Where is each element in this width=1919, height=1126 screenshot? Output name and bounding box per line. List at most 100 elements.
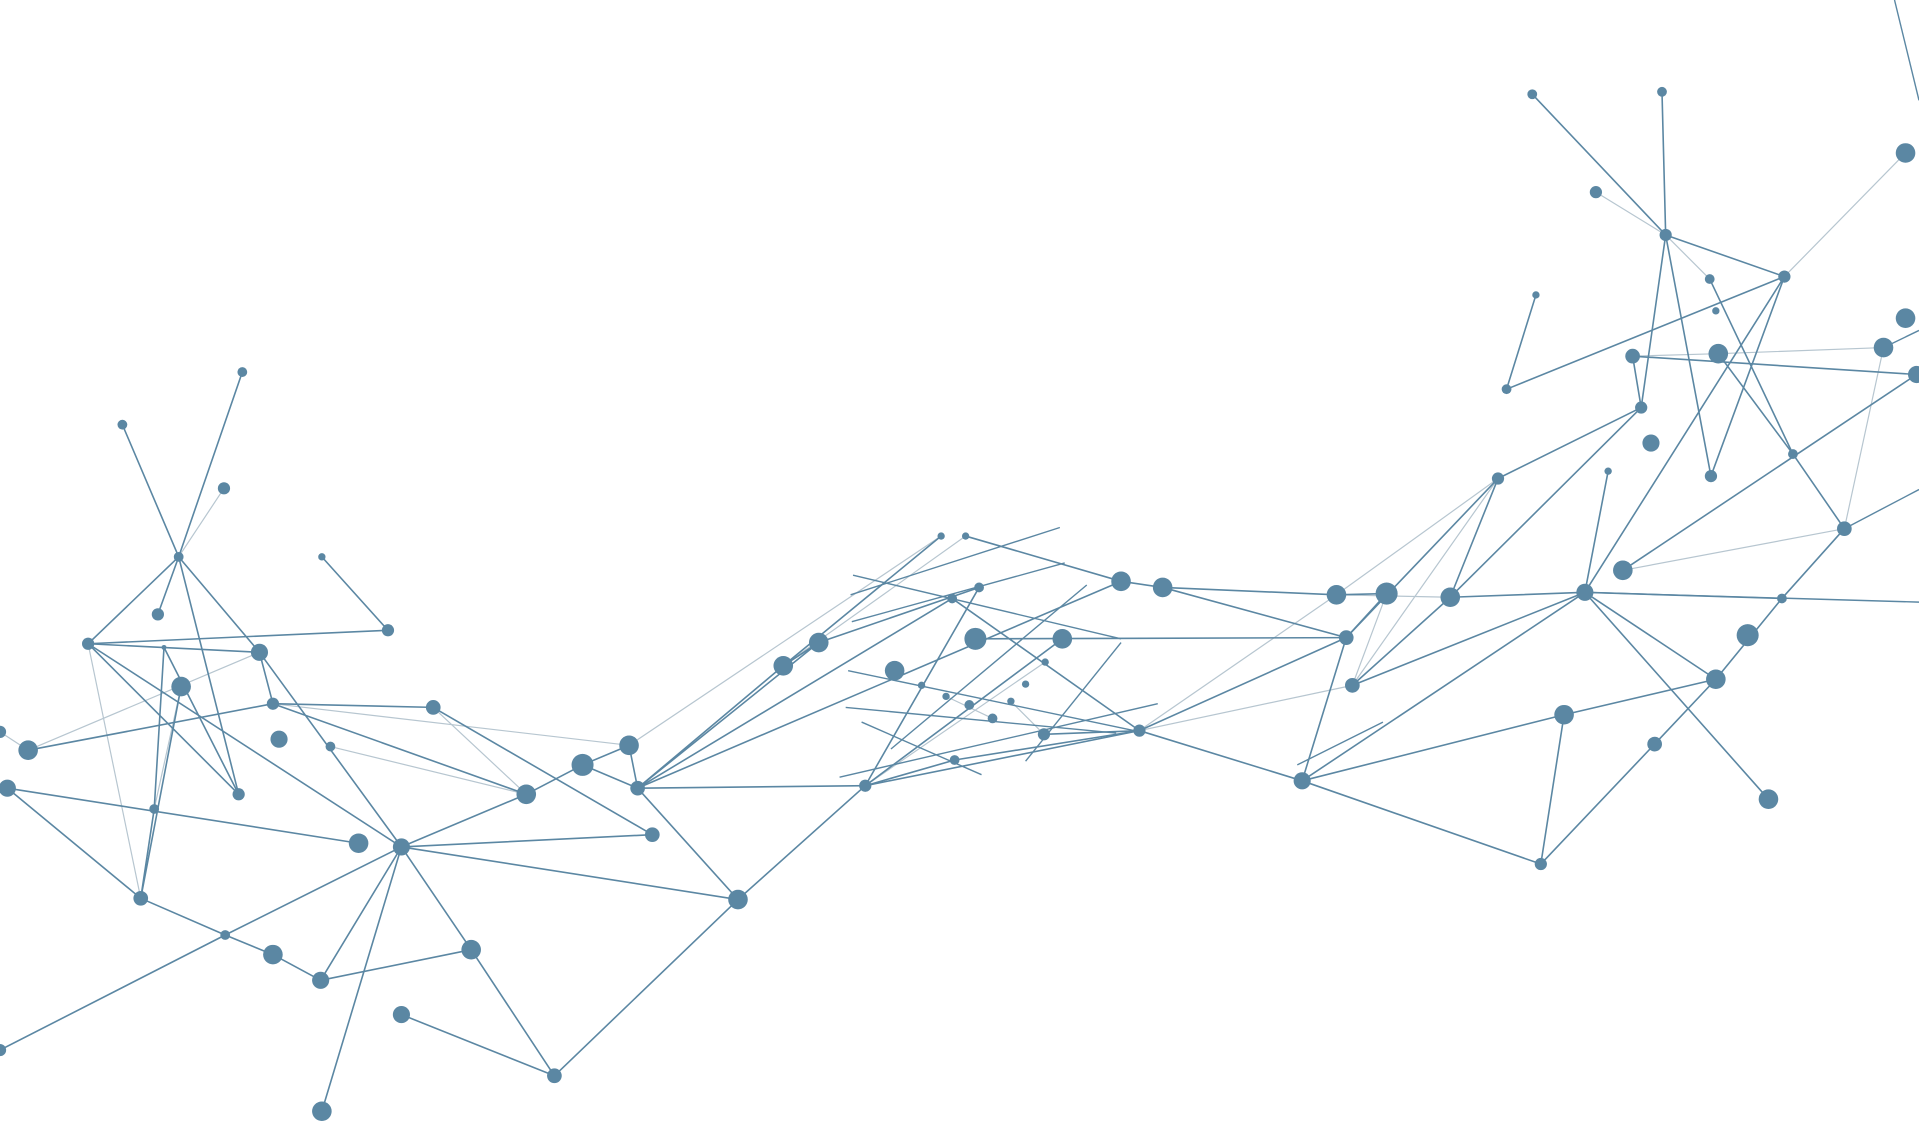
edge-line bbox=[87, 642, 240, 796]
graph-node bbox=[250, 643, 269, 661]
edge-line bbox=[1351, 596, 1452, 687]
edge-line bbox=[1301, 713, 1565, 782]
edge-line bbox=[1661, 90, 1667, 236]
graph-node bbox=[1659, 228, 1672, 242]
edge-line bbox=[272, 702, 435, 709]
graph-node bbox=[1440, 587, 1461, 608]
graph-node bbox=[381, 624, 395, 637]
edge-line bbox=[400, 846, 739, 901]
graph-node bbox=[1375, 582, 1398, 605]
graph-node bbox=[1554, 704, 1574, 725]
edge-line bbox=[1449, 406, 1642, 599]
graph-node bbox=[1534, 857, 1547, 871]
edge-line bbox=[6, 787, 360, 845]
graph-node bbox=[644, 827, 660, 843]
graph-node bbox=[949, 755, 960, 765]
faint-edge-line bbox=[1010, 700, 1045, 735]
graph-node bbox=[81, 637, 95, 650]
graph-node bbox=[1133, 724, 1146, 737]
edge-fragment-line bbox=[845, 706, 1117, 734]
edge-line bbox=[636, 784, 867, 789]
edge-fragment-line bbox=[1025, 642, 1122, 762]
edge-line bbox=[177, 556, 240, 796]
graph-node bbox=[1491, 472, 1505, 485]
graph-node bbox=[171, 676, 191, 697]
edge-fragment-line bbox=[1296, 721, 1384, 766]
graph-node bbox=[18, 740, 38, 761]
faint-edge-line bbox=[329, 745, 527, 795]
graph-node bbox=[1704, 469, 1718, 483]
edge-line bbox=[1540, 713, 1565, 865]
edge-fragment-line bbox=[850, 526, 1061, 596]
edge-line bbox=[1161, 586, 1348, 639]
offscreen-edge-line bbox=[1893, 0, 1919, 101]
offscreen-edge-line bbox=[1844, 488, 1919, 530]
faint-edge-line bbox=[628, 535, 942, 746]
graph-node bbox=[773, 655, 794, 676]
edge-line bbox=[864, 729, 1141, 787]
edge-line bbox=[1584, 470, 1609, 594]
graph-node bbox=[392, 1006, 410, 1024]
faint-edges-layer bbox=[0, 152, 1907, 901]
edge-fragment-line bbox=[861, 721, 982, 776]
graph-node bbox=[1758, 789, 1779, 809]
edge-line bbox=[974, 636, 1348, 640]
graph-node bbox=[149, 804, 160, 814]
graph-node bbox=[1895, 143, 1916, 163]
edge-line bbox=[1584, 275, 1786, 594]
graph-node bbox=[942, 692, 950, 701]
graph-node bbox=[1111, 571, 1131, 592]
faint-edge-line bbox=[1335, 477, 1499, 596]
graph-node bbox=[1326, 585, 1347, 605]
edge-line bbox=[224, 846, 403, 936]
graph-node bbox=[1007, 697, 1015, 705]
graph-node bbox=[1052, 629, 1073, 649]
faint-edge-line bbox=[1622, 528, 1845, 571]
edge-line bbox=[319, 948, 472, 982]
edge-line bbox=[1664, 234, 1786, 278]
nodes-layer bbox=[0, 86, 1919, 1122]
edge-line bbox=[153, 646, 165, 810]
graph-node bbox=[961, 532, 970, 540]
edge-fragment-line bbox=[852, 574, 1122, 640]
faint-edge-line bbox=[432, 706, 527, 795]
graph-node bbox=[232, 788, 245, 801]
edge-line bbox=[6, 787, 142, 900]
edge-line bbox=[1792, 453, 1846, 530]
edge-line bbox=[864, 759, 956, 787]
edge-line bbox=[1584, 591, 1770, 800]
graph-node bbox=[1604, 467, 1612, 475]
edge-line bbox=[1631, 355, 1642, 409]
edge-line bbox=[258, 651, 274, 705]
graph-node bbox=[1152, 577, 1173, 598]
edge-line bbox=[1301, 636, 1348, 782]
faint-edge-line bbox=[1351, 477, 1499, 686]
edge-line bbox=[1640, 234, 1667, 409]
graph-node bbox=[1657, 86, 1667, 97]
edge-line bbox=[1531, 93, 1667, 236]
graph-node bbox=[1345, 678, 1360, 693]
edge-line bbox=[1505, 275, 1786, 390]
graph-node bbox=[964, 627, 987, 650]
graph-node bbox=[1642, 434, 1660, 452]
faint-edge-line bbox=[27, 651, 261, 751]
edge-line bbox=[636, 787, 739, 901]
edge-line bbox=[1505, 294, 1537, 390]
graph-node bbox=[312, 1101, 332, 1122]
edge-line bbox=[1138, 636, 1348, 732]
graph-node bbox=[1837, 521, 1852, 537]
graph-node bbox=[987, 713, 998, 724]
graph-node bbox=[1788, 449, 1798, 459]
edge-line bbox=[1449, 591, 1586, 599]
graph-node bbox=[1907, 365, 1919, 384]
edge-line bbox=[1138, 729, 1303, 782]
graph-node bbox=[1895, 308, 1916, 328]
graph-node bbox=[312, 971, 330, 989]
edge-line bbox=[1043, 729, 1141, 736]
graph-node bbox=[1501, 384, 1512, 395]
faint-edge-line bbox=[1595, 191, 1667, 236]
graph-node bbox=[1647, 736, 1662, 752]
graph-node bbox=[217, 482, 231, 495]
edge-line bbox=[1664, 234, 1712, 477]
